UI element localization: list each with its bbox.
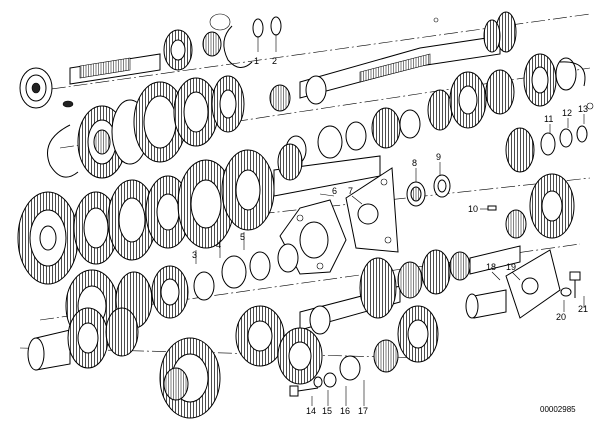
callout-18: 18 — [486, 262, 496, 272]
callout-13: 13 — [578, 104, 588, 114]
callout-14: 14 — [306, 406, 316, 416]
leader-lines — [195, 34, 585, 406]
output-shaft-assembly — [39, 243, 581, 343]
callout-15: 15 — [322, 406, 332, 416]
callout-labels: 1 2 3 4 5 6 7 8 9 10 11 12 13 14 15 16 1… — [192, 56, 588, 416]
callout-6: 6 — [332, 186, 337, 196]
countershaft-assembly — [17, 125, 591, 285]
callout-20: 20 — [556, 312, 566, 322]
callout-12: 12 — [562, 108, 572, 118]
callout-4: 4 — [216, 240, 221, 250]
document-number: 00002985 — [540, 405, 576, 414]
synchro-gear-cluster — [47, 53, 594, 179]
callout-19: 19 — [506, 262, 516, 272]
callout-7: 7 — [348, 186, 353, 196]
callout-10: 10 — [468, 204, 478, 214]
callout-16: 16 — [340, 406, 350, 416]
callout-2: 2 — [272, 56, 277, 66]
callout-21: 21 — [578, 304, 588, 314]
callout-1: 1 — [254, 56, 259, 66]
callout-9: 9 — [436, 152, 441, 162]
lower-gear-set — [19, 305, 439, 419]
callout-8: 8 — [412, 158, 417, 168]
callout-11: 11 — [544, 114, 553, 124]
callout-17: 17 — [358, 406, 368, 416]
callout-5: 5 — [240, 232, 245, 242]
callout-3: 3 — [192, 250, 197, 260]
input-shaft-assembly — [19, 11, 591, 112]
